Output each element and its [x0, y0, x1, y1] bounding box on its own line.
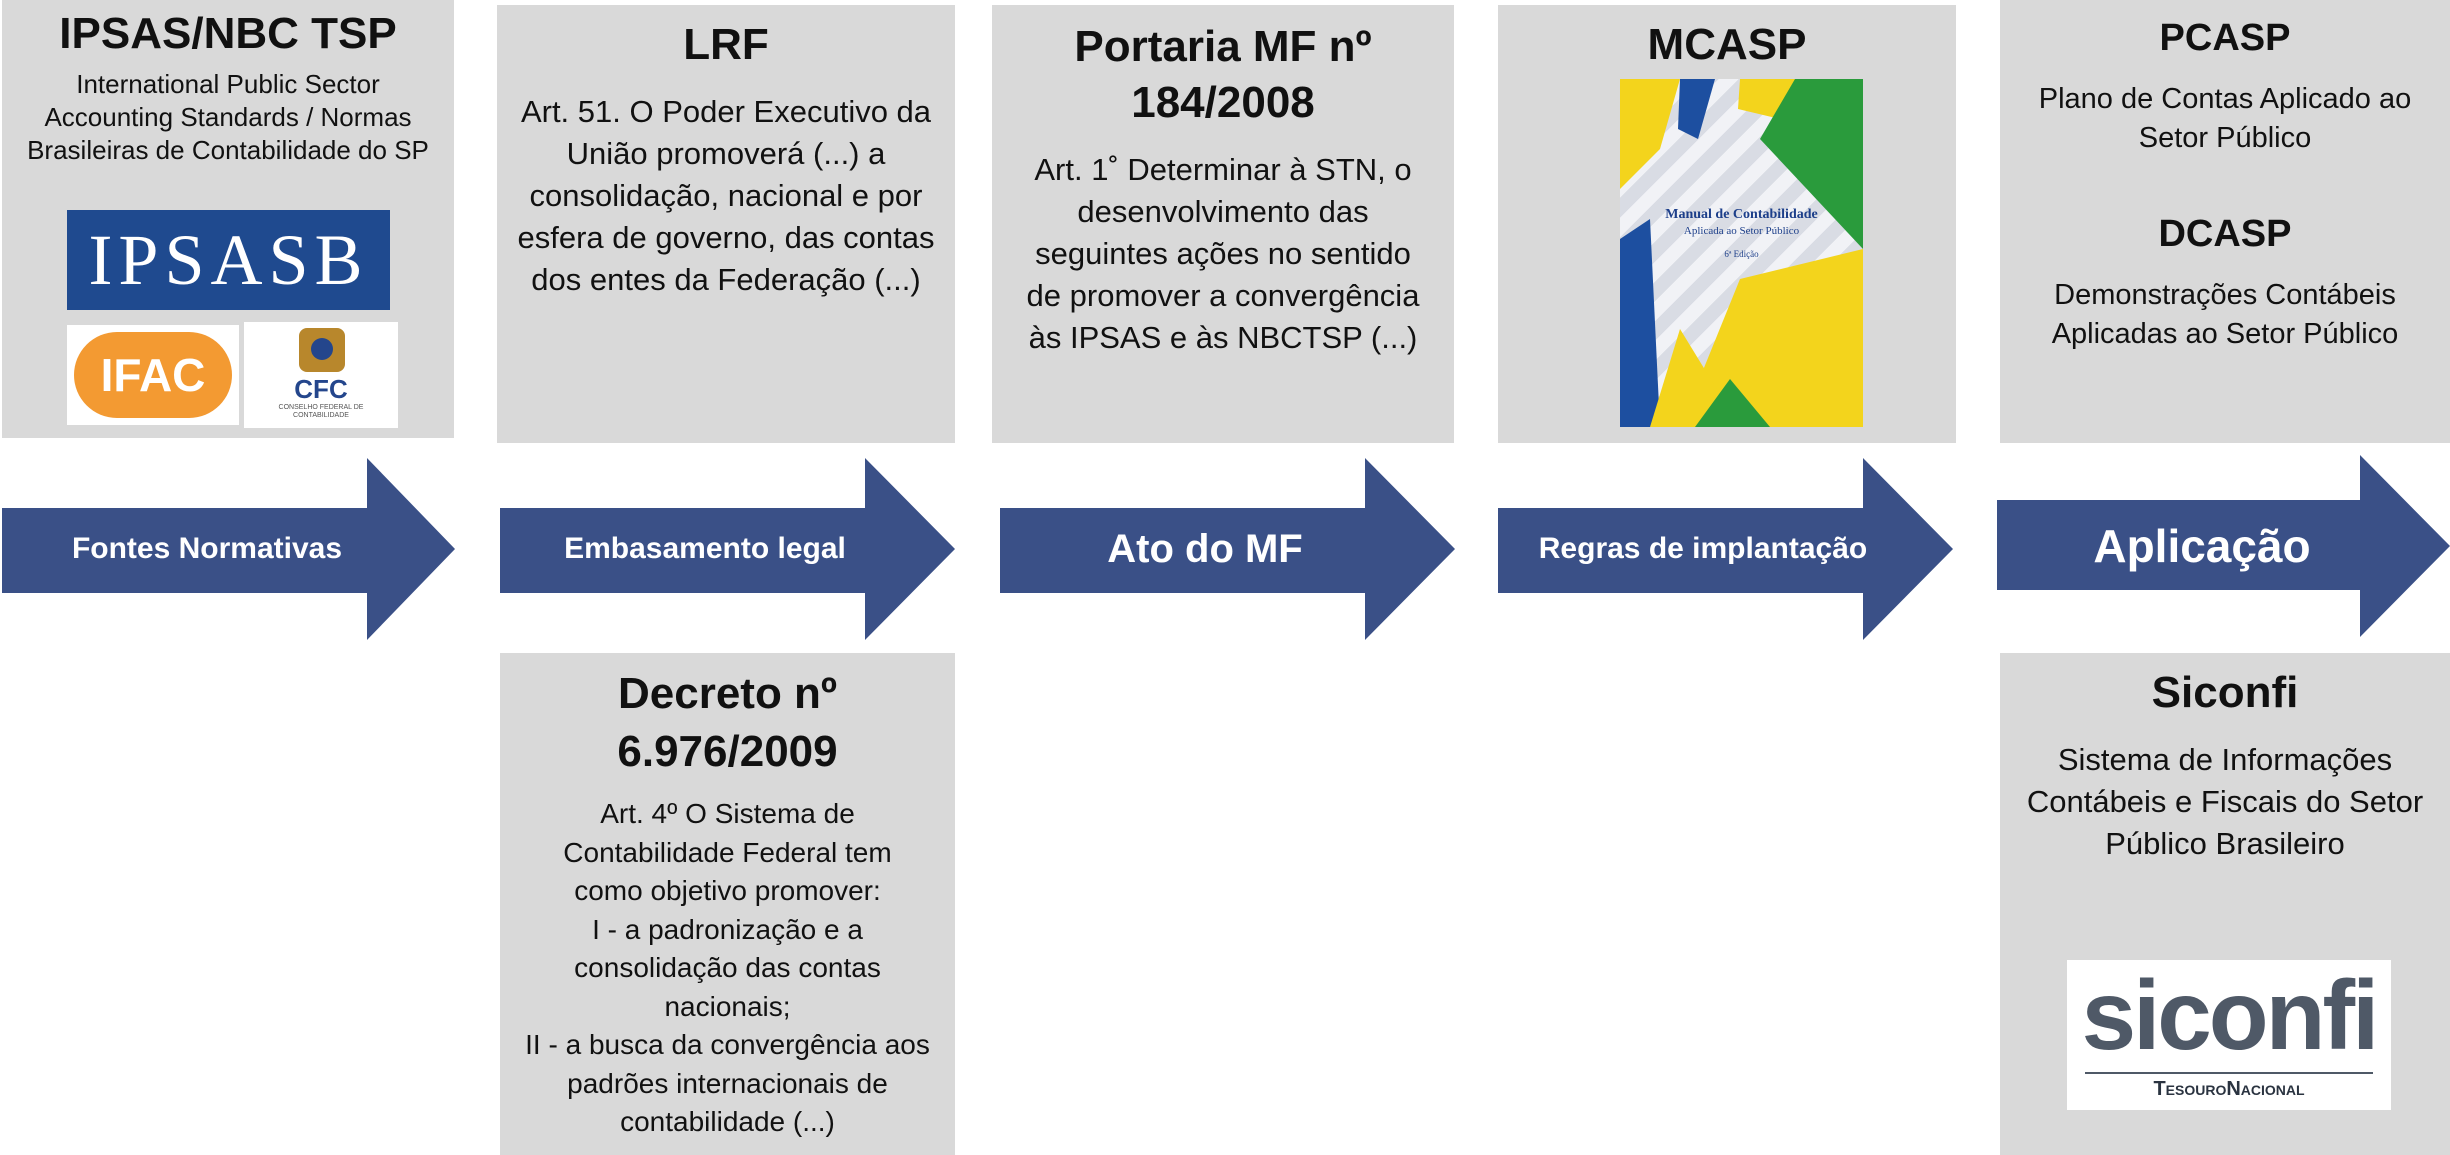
- arrow-ato-do-mf: Ato do MF: [1000, 458, 1455, 640]
- arrow-embasamento-legal: Embasamento legal: [500, 458, 955, 640]
- mcasp-cover-subtitle: Aplicada ao Setor Público: [1683, 225, 1800, 237]
- ipsasb-logo-text: IPSASB: [88, 219, 369, 300]
- mcasp-box: MCASP Manual de Contabilidade Aplicada a…: [1498, 5, 1956, 443]
- cfc-emblem-icon: [299, 328, 345, 372]
- siconfi-logo-text: siconfi: [2081, 960, 2380, 1070]
- ipsas-box: IPSAS/NBC TSP International Public Secto…: [2, 0, 454, 438]
- arrow-label-regras-de-implantacao: Regras de implantação: [1538, 532, 1868, 565]
- mcasp-cover-title: Manual de Contabilidade: [1665, 207, 1818, 222]
- arrow-regras-de-implantacao: Regras de implantação: [1498, 458, 1953, 640]
- mcasp-cover-image: Manual de Contabilidade Aplicada ao Seto…: [1620, 79, 1863, 427]
- dcasp-title: DCASP: [2158, 213, 2292, 255]
- lrf-body: Art. 51. O Poder Executivo da União prom…: [517, 94, 935, 297]
- lrf-box: LRF Art. 51. O Poder Executivo da União …: [497, 5, 955, 443]
- decreto-title: Decreto nº 6.976/2009: [617, 669, 838, 776]
- arrow-aplicacao: Aplicação: [1997, 455, 2450, 637]
- siconfi-box: Siconfi Sistema de Informações Contábeis…: [2000, 653, 2450, 1155]
- ipsas-title: IPSAS/NBC TSP: [59, 9, 397, 58]
- ipsasb-logo: IPSASB: [67, 210, 390, 310]
- ifac-logo: IFAC: [67, 325, 239, 425]
- siconfi-title: Siconfi: [2151, 668, 2299, 717]
- arrow-label-embasamento-legal: Embasamento legal: [564, 532, 846, 565]
- portaria-body: Art. 1˚ Determinar à STN, o desenvolvime…: [1026, 152, 1420, 355]
- portaria-title: Portaria MF nº 184/2008: [1074, 22, 1372, 127]
- arrow-fontes-normativas: Fontes Normativas: [2, 458, 455, 640]
- arrow-label-fontes-normativas: Fontes Normativas: [71, 532, 343, 565]
- tesouro-nacional-text: TesouroNacional: [2153, 1078, 2305, 1100]
- dcasp-body: Demonstrações Contábeis Aplicadas ao Set…: [2051, 279, 2399, 350]
- cfc-logo: CFC CONSELHO FEDERAL DE CONTABILIDADE: [244, 322, 398, 428]
- mcasp-title: MCASP: [1647, 20, 1807, 69]
- siconfi-body: Sistema de Informações Contábeis e Fisca…: [2026, 742, 2424, 861]
- arrow-label-ato-do-mf: Ato do MF: [1107, 526, 1303, 571]
- arrow-label-aplicacao: Aplicação: [2093, 520, 2311, 572]
- ifac-logo-text: IFAC: [100, 349, 206, 401]
- siconfi-logo: siconfi TesouroNacional: [2067, 960, 2391, 1110]
- cfc-logo-text: CFC: [294, 374, 348, 404]
- ipsas-description: International Public Sector Accounting S…: [27, 69, 429, 165]
- lrf-title: LRF: [683, 20, 769, 69]
- pcasp-box: PCASP Plano de Contas Aplicado ao Setor …: [2000, 0, 2450, 443]
- pcasp-title: PCASP: [2159, 17, 2291, 59]
- mcasp-cover-edition: 6ª Edição: [1724, 249, 1759, 259]
- portaria-box: Portaria MF nº 184/2008 Art. 1˚ Determin…: [992, 5, 1454, 443]
- pcasp-body: Plano de Contas Aplicado ao Setor Públic…: [2038, 83, 2412, 154]
- decreto-body: Art. 4º O Sistema de Contabilidade Feder…: [525, 798, 930, 1137]
- decreto-box: Decreto nº 6.976/2009 Art. 4º O Sistema …: [500, 653, 955, 1155]
- cfc-logo-subtext: CONSELHO FEDERAL DE CONTABILIDADE: [278, 404, 364, 419]
